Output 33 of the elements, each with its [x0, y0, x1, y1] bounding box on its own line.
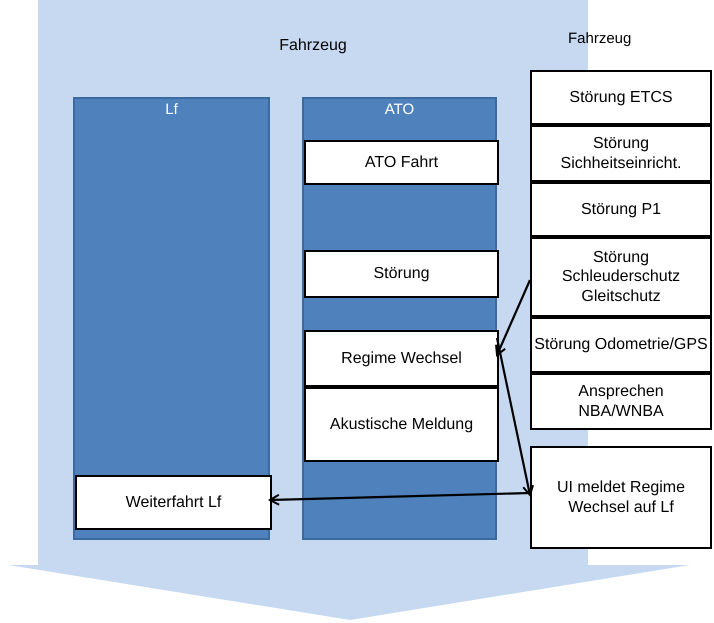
box-text: Störung P1: [580, 200, 662, 220]
box-text: Ansprechen NBA/WNBA: [577, 382, 665, 421]
box-text: Weiterfahrt Lf: [126, 492, 222, 512]
process-box: [304, 140, 499, 185]
box-text: Störung Odometrie/GPS: [534, 335, 708, 355]
box-text: Störung Schleuderschutz Gleitschutz: [560, 248, 682, 306]
box-text: Störung: [373, 264, 430, 284]
process-box: [304, 387, 499, 462]
process-box: [530, 182, 712, 237]
process-box: [530, 373, 712, 430]
arrow: [496, 338, 534, 496]
process-box: [304, 330, 499, 387]
column-title: ATO: [384, 101, 414, 119]
box-text: ATO Fahrt: [364, 152, 438, 172]
process-box: [304, 250, 499, 298]
column-title: Lf: [165, 101, 178, 119]
arrow: [269, 492, 530, 506]
box-text: Störung ETCS: [569, 88, 673, 108]
process-box: [530, 125, 712, 182]
column-panel: [73, 97, 270, 540]
box-text: Regime Wechsel: [341, 348, 462, 368]
box-text: Störung Sichheitseinricht.: [560, 134, 682, 173]
group-heading: Fahrzeug: [568, 30, 632, 47]
column-panel: [302, 97, 497, 540]
arrow: [495, 280, 531, 356]
band-title: Fahrzeug: [279, 36, 347, 56]
process-box: [530, 446, 712, 549]
box-text: UI meldet Regime Wechsel auf Lf: [556, 478, 686, 517]
process-box: [75, 475, 272, 530]
process-box: [530, 237, 712, 317]
process-box: [530, 70, 712, 125]
process-box: [530, 317, 712, 373]
box-text: Akustische Meldung: [330, 414, 474, 434]
